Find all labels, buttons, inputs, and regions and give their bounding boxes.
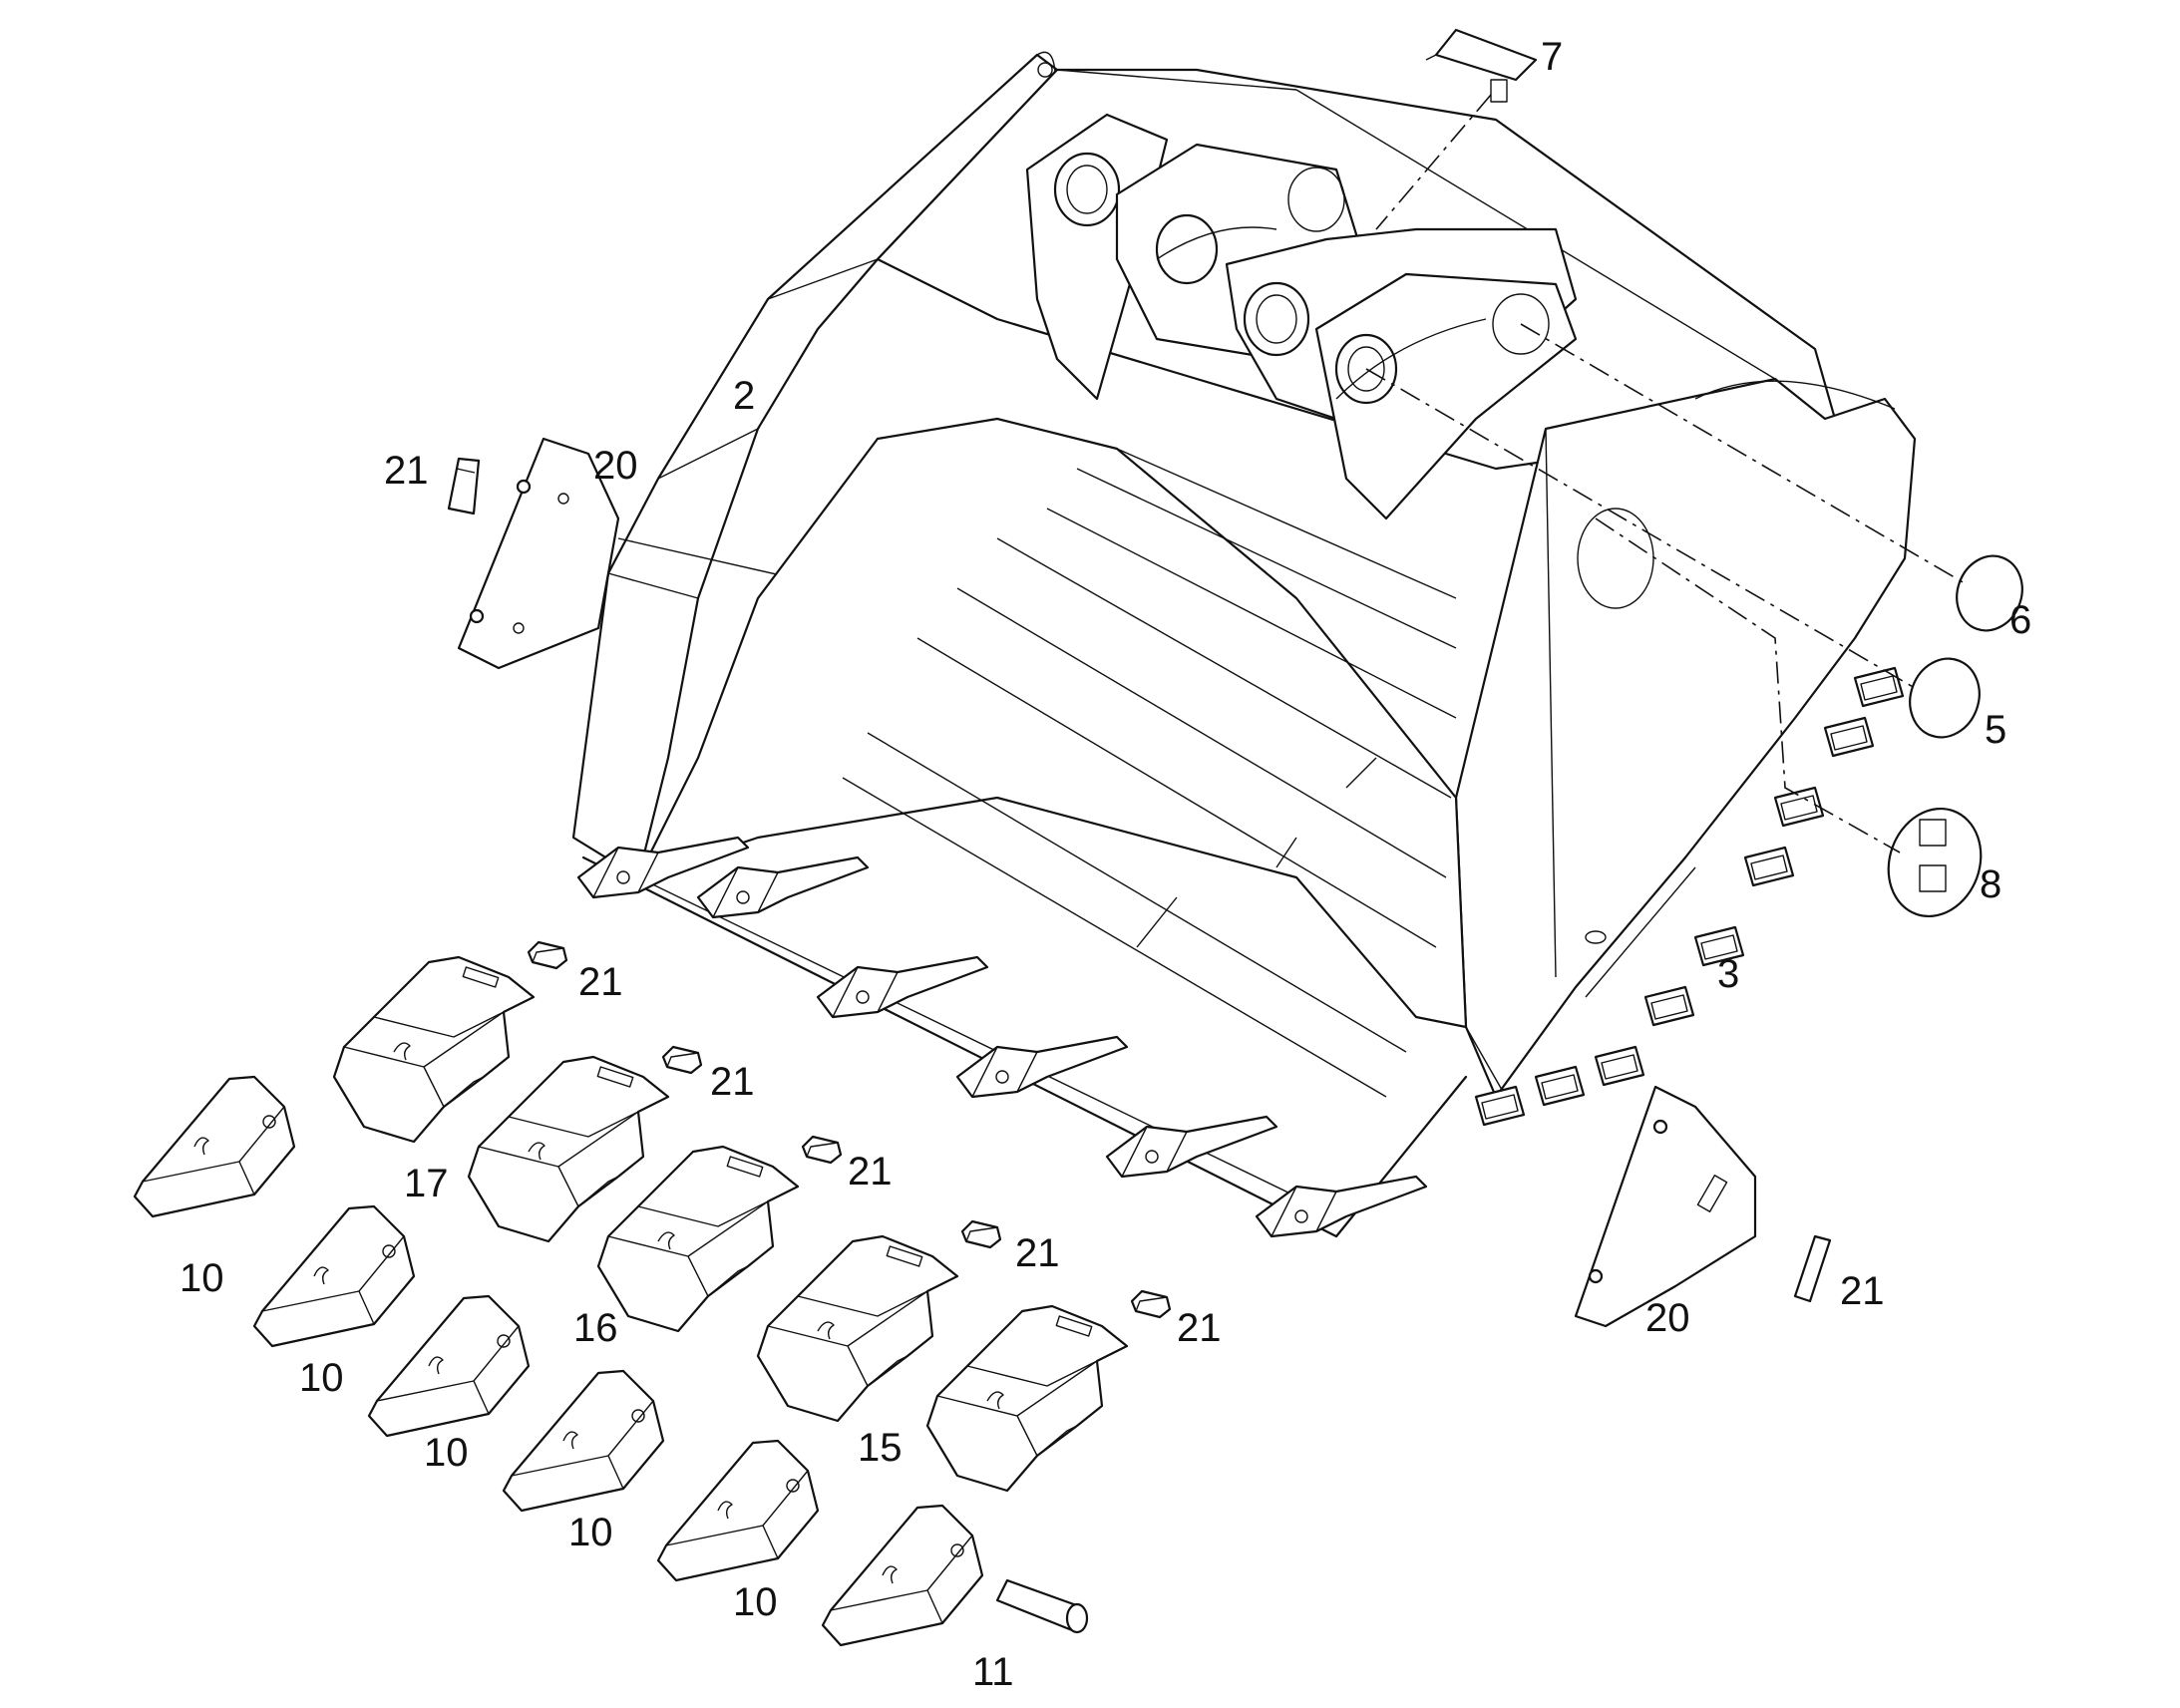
part-17-adapter	[332, 955, 536, 1144]
callout-16: 16	[573, 1306, 618, 1350]
part-21-right	[1793, 1234, 1832, 1303]
callout-7: 7	[1541, 35, 1563, 79]
callout-10-3: 10	[424, 1431, 469, 1475]
callout-21-4: 21	[1015, 1231, 1060, 1275]
callout-21-1: 21	[578, 960, 623, 1004]
callout-2: 2	[733, 374, 755, 418]
callout-8: 8	[1980, 862, 2001, 906]
part-21-keeper-1	[527, 940, 568, 970]
part-20-left	[457, 437, 620, 670]
part-10-tooth-3	[367, 1294, 531, 1438]
callout-10-2: 10	[299, 1356, 344, 1400]
decal-8	[1887, 807, 1983, 918]
part-10-tooth-4	[502, 1369, 665, 1513]
callout-3: 3	[1717, 952, 1739, 996]
callout-21-left: 21	[384, 449, 429, 493]
part-21-keeper-3	[801, 1135, 843, 1165]
part-7-clip	[1425, 28, 1538, 103]
callout-21-right: 21	[1840, 1269, 1885, 1313]
callout-5: 5	[1985, 708, 2006, 752]
hinge-lugs	[1025, 113, 1578, 520]
callout-10-5: 10	[733, 1580, 778, 1624]
part-15-adapter	[756, 1234, 959, 1423]
callout-6: 6	[2009, 598, 2031, 642]
callout-21-3: 21	[848, 1150, 893, 1194]
part-11-pin	[995, 1578, 1089, 1634]
part-10-tooth-5	[656, 1439, 820, 1582]
cover-5	[1909, 657, 1981, 739]
part-21-keeper-2	[661, 1045, 703, 1075]
callout-21-5: 21	[1177, 1306, 1222, 1350]
callout-10-1: 10	[180, 1256, 224, 1300]
callout-11: 11	[972, 1650, 1014, 1694]
leader-lines	[1365, 94, 1966, 854]
cover-6	[1956, 554, 2023, 632]
callout-10-4: 10	[568, 1511, 613, 1554]
part-16-adapter	[596, 1145, 800, 1333]
part-21-left	[447, 457, 481, 515]
part-20-right	[1574, 1085, 1757, 1328]
part-21-keeper-4	[960, 1219, 1002, 1249]
callout-20-right: 20	[1645, 1296, 1690, 1340]
callout-labels: 7 2 21 20 6 5 8 3 21 21 21 21 21 21 17 1…	[180, 35, 2031, 1694]
part-21-keeper-5	[1130, 1289, 1172, 1319]
callout-15: 15	[858, 1426, 903, 1470]
callout-20-left: 20	[593, 444, 638, 488]
part-10-tooth-2	[252, 1204, 416, 1348]
part-15-adapter-2	[925, 1304, 1129, 1493]
part-10-tooth-6	[821, 1504, 984, 1647]
callout-17: 17	[404, 1162, 449, 1205]
callout-21-2: 21	[710, 1060, 755, 1104]
part-10-tooth-1	[133, 1075, 296, 1218]
